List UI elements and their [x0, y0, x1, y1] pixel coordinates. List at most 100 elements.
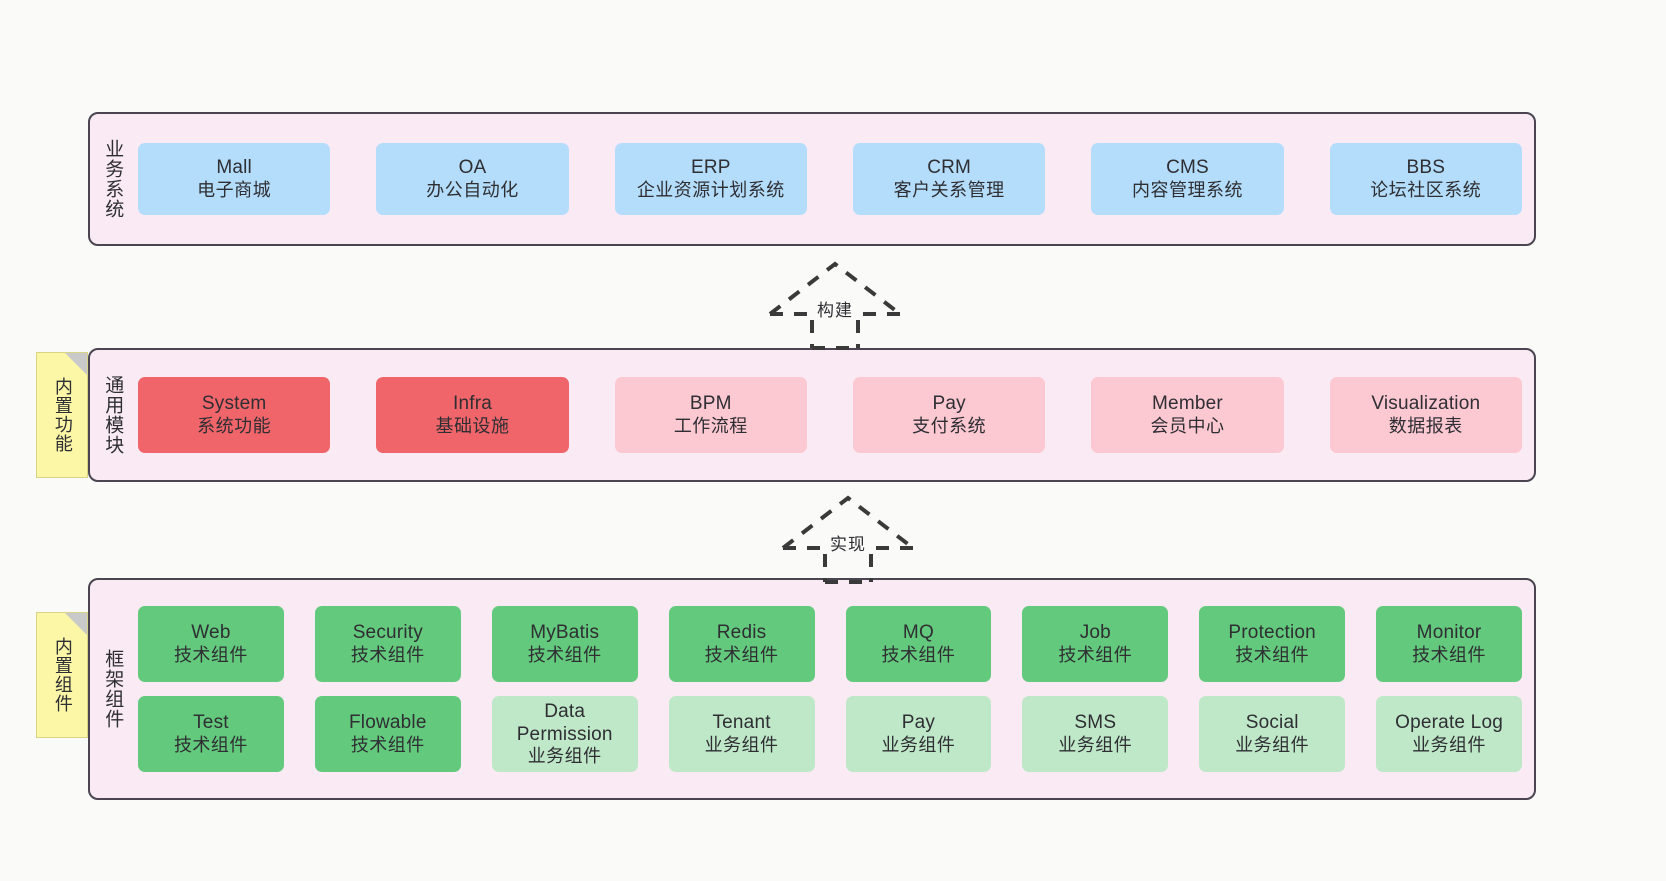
node-mq-name: MQ: [902, 622, 934, 644]
node-social-name: Social: [1245, 712, 1299, 734]
node-data-permission-desc: 业务组件: [527, 746, 602, 767]
build-arrow-icon: [768, 261, 902, 350]
node-oa-desc: 办公自动化: [426, 179, 519, 200]
node-web[interactable]: Web 技术组件: [138, 606, 284, 682]
node-redis[interactable]: Redis 技术组件: [668, 606, 815, 682]
layer-title-framework: 框架组件: [102, 649, 124, 729]
node-operate-log-name: Operate Log: [1395, 712, 1503, 734]
node-social[interactable]: Social 业务组件: [1199, 696, 1346, 772]
node-mall-desc: 电子商城: [197, 179, 272, 200]
layer-body-framework: Web 技术组件 Security 技术组件 MyBatis 技术组件 Redi…: [134, 580, 1534, 798]
node-pay-module-name: Pay: [932, 393, 966, 415]
node-bpm[interactable]: BPM 工作流程: [614, 377, 807, 453]
node-bpm-name: BPM: [689, 393, 732, 415]
node-system-desc: 系统功能: [197, 415, 272, 436]
node-pay-module[interactable]: Pay 支付系统: [852, 377, 1046, 453]
node-test-name: Test: [193, 712, 229, 734]
node-visualization[interactable]: Visualization 数据报表: [1329, 377, 1522, 453]
node-social-desc: 业务组件: [1235, 734, 1310, 755]
node-protection-desc: 技术组件: [1235, 644, 1310, 665]
node-flowable-desc: 技术组件: [350, 734, 425, 755]
node-member[interactable]: Member 会员中心: [1091, 377, 1284, 453]
node-bpm-desc: 工作流程: [673, 415, 748, 436]
node-member-name: Member: [1152, 393, 1223, 415]
node-oa[interactable]: OA 办公自动化: [376, 143, 569, 215]
common-node-row: System 系统功能 Infra 基础设施 BPM 工作流程 Pay 支付系统…: [138, 377, 1522, 453]
node-bbs-desc: 论坛社区系统: [1370, 179, 1482, 200]
node-cms-name: CMS: [1166, 157, 1209, 179]
node-test[interactable]: Test 技术组件: [138, 696, 284, 772]
node-sms-desc: 业务组件: [1058, 734, 1133, 755]
framework-row-2: Test 技术组件 Flowable 技术组件 Data Permission …: [138, 696, 1522, 772]
node-job-desc: 技术组件: [1058, 644, 1133, 665]
node-cms[interactable]: CMS 内容管理系统: [1091, 143, 1284, 215]
node-mq[interactable]: MQ 技术组件: [845, 606, 992, 682]
node-system-name: System: [201, 393, 267, 415]
node-infra[interactable]: Infra 基础设施: [376, 377, 569, 453]
node-erp[interactable]: ERP 企业资源计划系统: [614, 143, 807, 215]
node-test-desc: 技术组件: [173, 734, 248, 755]
node-system[interactable]: System 系统功能: [138, 377, 331, 453]
node-redis-desc: 技术组件: [704, 644, 779, 665]
node-protection-name: Protection: [1228, 622, 1316, 644]
connector-build: 构建: [760, 258, 910, 350]
note-builtin-features: 内置功能: [36, 352, 88, 478]
node-crm[interactable]: CRM 客户关系管理: [852, 143, 1046, 215]
layer-title-common: 通用模块: [102, 375, 124, 455]
node-crm-name: CRM: [927, 157, 972, 179]
node-operate-log[interactable]: Operate Log 业务组件: [1376, 696, 1522, 772]
node-protection[interactable]: Protection 技术组件: [1199, 606, 1346, 682]
node-erp-name: ERP: [690, 157, 731, 179]
node-job[interactable]: Job 技术组件: [1022, 606, 1169, 682]
node-job-name: Job: [1079, 622, 1111, 644]
node-data-permission-name: Data Permission: [516, 700, 613, 746]
node-security-desc: 技术组件: [350, 644, 425, 665]
node-member-desc: 会员中心: [1150, 415, 1225, 436]
note-fold-icon: [65, 353, 87, 375]
implement-arrow-icon: [781, 495, 915, 584]
node-security[interactable]: Security 技术组件: [314, 606, 461, 682]
node-erp-desc: 企业资源计划系统: [636, 179, 785, 200]
node-mq-desc: 技术组件: [881, 644, 956, 665]
node-crm-desc: 客户关系管理: [893, 179, 1005, 200]
business-node-row: Mall 电子商城 OA 办公自动化 ERP 企业资源计划系统 CRM 客户关系…: [138, 143, 1522, 215]
node-bbs-name: BBS: [1406, 157, 1446, 179]
connector-build-label: 构建: [815, 296, 855, 321]
node-data-permission[interactable]: Data Permission 业务组件: [491, 696, 638, 772]
layer-framework-components: 框架组件 Web 技术组件 Security 技术组件 MyBatis 技术组件: [88, 578, 1536, 800]
layer-title-business: 业务系统: [102, 139, 124, 219]
node-flowable[interactable]: Flowable 技术组件: [314, 696, 461, 772]
connector-implement: 实现: [773, 492, 923, 584]
node-mybatis-desc: 技术组件: [527, 644, 602, 665]
node-oa-name: OA: [458, 157, 487, 179]
node-monitor-desc: 技术组件: [1412, 644, 1487, 665]
node-pay-component[interactable]: Pay 业务组件: [845, 696, 992, 772]
node-tenant-desc: 业务组件: [704, 734, 779, 755]
node-monitor-name: Monitor: [1416, 622, 1482, 644]
framework-node-grid: Web 技术组件 Security 技术组件 MyBatis 技术组件 Redi…: [138, 606, 1522, 772]
layer-body-business: Mall 电子商城 OA 办公自动化 ERP 企业资源计划系统 CRM 客户关系…: [134, 114, 1534, 244]
note-builtin-components: 内置组件: [36, 612, 88, 738]
node-monitor[interactable]: Monitor 技术组件: [1376, 606, 1522, 682]
node-pay-component-name: Pay: [901, 712, 936, 734]
layer-body-common: System 系统功能 Infra 基础设施 BPM 工作流程 Pay 支付系统…: [134, 350, 1534, 480]
node-bbs[interactable]: BBS 论坛社区系统: [1329, 143, 1522, 215]
node-operate-log-desc: 业务组件: [1412, 734, 1487, 755]
node-pay-component-desc: 业务组件: [881, 734, 956, 755]
note-builtin-components-label: 内置组件: [52, 637, 73, 713]
connector-implement-label: 实现: [828, 530, 868, 555]
node-mybatis[interactable]: MyBatis 技术组件: [491, 606, 638, 682]
node-mall[interactable]: Mall 电子商城: [138, 143, 331, 215]
node-tenant[interactable]: Tenant 业务组件: [668, 696, 815, 772]
node-mall-name: Mall: [216, 157, 252, 179]
node-redis-name: Redis: [716, 622, 767, 644]
node-visualization-desc: 数据报表: [1388, 415, 1463, 436]
node-tenant-name: Tenant: [712, 712, 771, 734]
layer-business-systems: 业务系统 Mall 电子商城 OA 办公自动化 ERP 企业资源计划系统 CRM: [88, 112, 1536, 246]
note-fold-icon: [65, 613, 87, 635]
node-infra-desc: 基础设施: [435, 415, 510, 436]
layer-common-modules: 通用模块 System 系统功能 Infra 基础设施 BPM 工作流程 Pay: [88, 348, 1536, 482]
node-sms-name: SMS: [1074, 712, 1117, 734]
node-sms[interactable]: SMS 业务组件: [1022, 696, 1169, 772]
